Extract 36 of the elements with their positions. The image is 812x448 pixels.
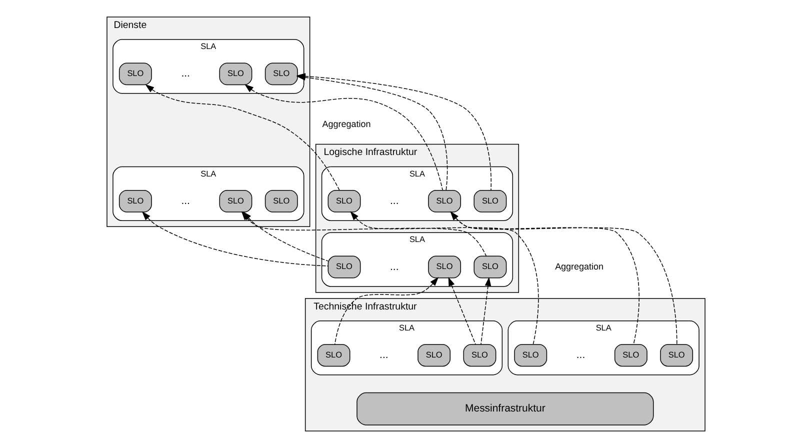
label: ... (181, 196, 190, 207)
arrow (450, 211, 678, 345)
node-box: SLO (264, 62, 298, 86)
label: ... (380, 350, 388, 362)
arrow (242, 211, 328, 262)
label: ... (181, 68, 190, 80)
label: Aggregation (322, 119, 371, 130)
node-box: SLO (317, 344, 350, 367)
node-box: SLO (328, 256, 361, 278)
arrow (350, 211, 539, 345)
node-box: SLO (328, 190, 361, 212)
arrow (244, 84, 444, 191)
node-box: Messinfrastruktur (356, 392, 654, 426)
label: ... (390, 262, 399, 273)
node-box: SLO (660, 344, 694, 367)
label: ... (390, 196, 399, 207)
label: ... (576, 350, 586, 362)
node-box: SLO (463, 344, 496, 367)
label: Aggregation (555, 261, 604, 272)
node-box: SLO (428, 256, 462, 278)
node-box: SLO (614, 344, 648, 367)
node-box: SLO (264, 190, 298, 212)
arrow (334, 277, 439, 345)
node-box: SLO (219, 62, 252, 86)
node-box: SLO (474, 256, 507, 278)
arrow (480, 276, 492, 345)
node-box: SLO (474, 190, 507, 212)
arrow (450, 211, 640, 345)
node-box: SLO (118, 62, 152, 86)
arrow (145, 84, 340, 191)
node-box: SLO (118, 190, 152, 212)
node-box: SLO (428, 190, 462, 212)
node-box: SLO (219, 190, 252, 212)
node-box: SLO (418, 344, 451, 367)
node-box: SLO (514, 344, 548, 367)
arrow (448, 277, 476, 345)
